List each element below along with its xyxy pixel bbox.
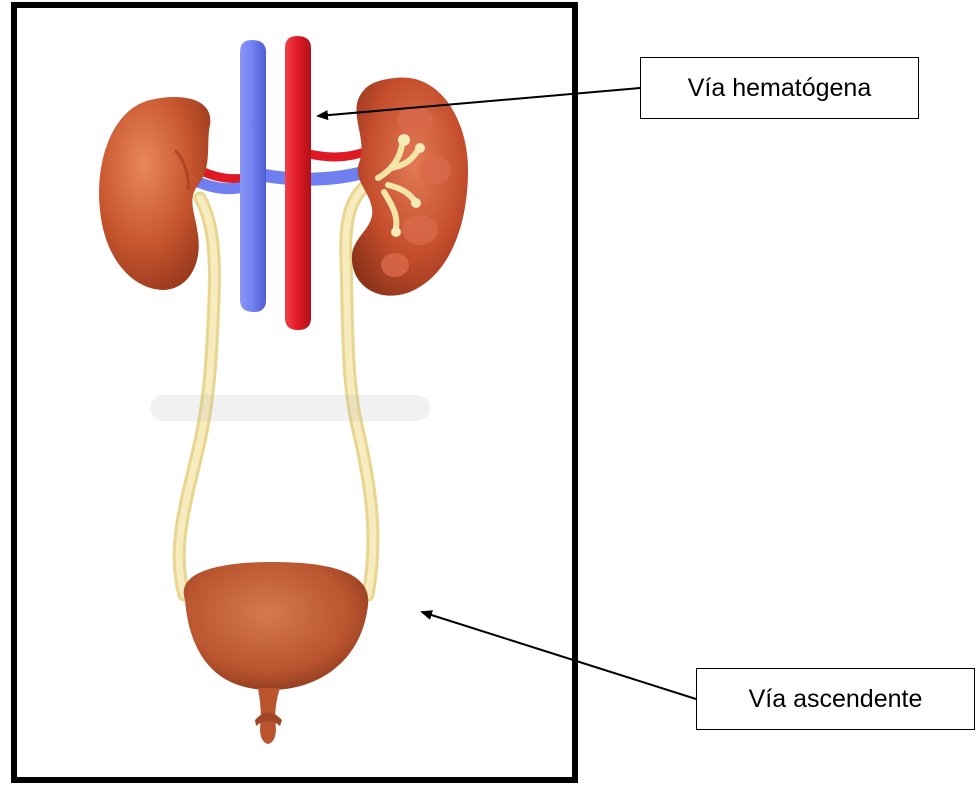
watermark bbox=[150, 395, 430, 421]
ascending-route-text: Vía ascendente bbox=[749, 685, 923, 714]
ascending-route-label: Vía ascendente bbox=[696, 668, 975, 730]
inferior-vena-cava bbox=[240, 40, 266, 312]
hematogenous-route-label: Vía hematógena bbox=[640, 57, 919, 119]
hematogenous-route-text: Vía hematógena bbox=[688, 74, 871, 103]
aorta bbox=[285, 36, 311, 330]
